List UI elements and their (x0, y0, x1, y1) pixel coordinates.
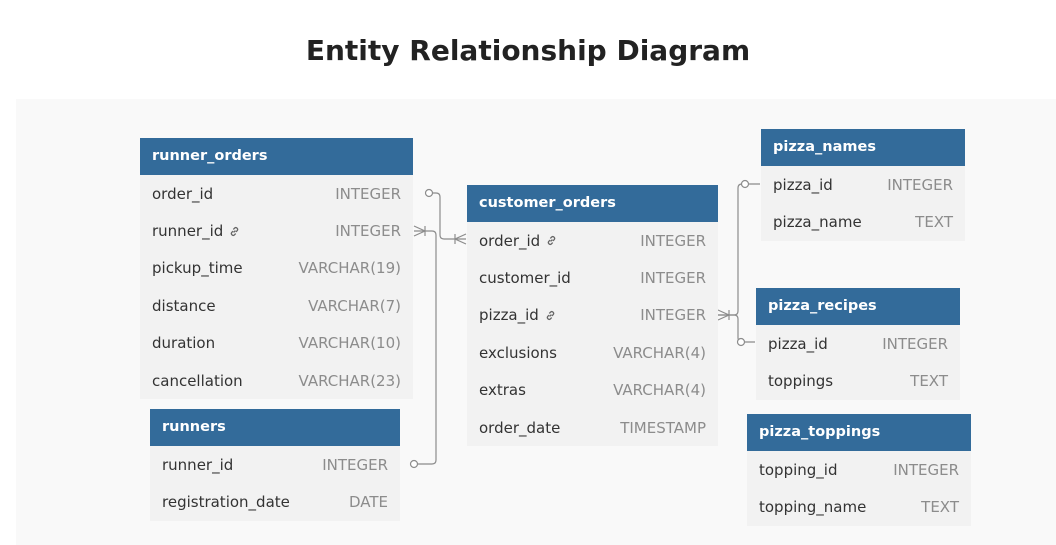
entity-header[interactable]: customer_orders (467, 185, 718, 222)
field-name: order_id (479, 231, 541, 250)
field-row[interactable]: order_id INTEGER (467, 222, 718, 259)
field-row[interactable]: runner_id INTEGER (140, 212, 413, 249)
field-type: INTEGER (640, 306, 706, 325)
field-type: TIMESTAMP (620, 418, 706, 437)
field-name: pizza_name (773, 213, 862, 232)
relation-customer-orders-pizza-recipes (718, 314, 755, 343)
field-row[interactable]: pizza_id INTEGER (761, 166, 965, 203)
field-name: customer_id (479, 269, 571, 288)
entity-header[interactable]: pizza_names (761, 129, 965, 166)
entity-header[interactable]: pizza_toppings (747, 414, 971, 451)
field-name-wrap: pizza_id (479, 306, 556, 324)
entity-pizza-toppings[interactable]: pizza_toppings topping_id INTEGER topping… (747, 414, 971, 526)
field-name: pizza_id (773, 175, 833, 194)
field-type: DATE (348, 493, 388, 512)
field-name: distance (152, 296, 216, 315)
link-icon (231, 226, 239, 236)
field-row[interactable]: registration_date DATE (150, 483, 400, 520)
field-name: cancellation (152, 371, 243, 390)
field-type: VARCHAR(4) (613, 343, 706, 362)
field-name-wrap: order_id (479, 232, 557, 250)
field-type: VARCHAR(10) (298, 334, 401, 353)
relation-runner-orders-customer-orders (433, 192, 466, 240)
field-row[interactable]: exclusions VARCHAR(4) (467, 334, 718, 371)
field-row[interactable]: runner_id INTEGER (150, 446, 400, 483)
entity-header[interactable]: runner_orders (140, 138, 413, 175)
field-row[interactable]: order_id INTEGER (140, 175, 413, 212)
field-row[interactable]: topping_name TEXT (747, 488, 971, 525)
field-type: TEXT (915, 213, 953, 232)
field-type: INTEGER (893, 460, 959, 479)
field-row[interactable]: distance VARCHAR(7) (140, 287, 413, 324)
field-row[interactable]: pizza_id INTEGER (467, 297, 718, 334)
field-row[interactable]: customer_id INTEGER (467, 259, 718, 296)
field-type: INTEGER (322, 455, 388, 474)
field-row[interactable]: order_date TIMESTAMP (467, 409, 718, 446)
field-type: VARCHAR(4) (613, 381, 706, 400)
field-type: VARCHAR(23) (298, 371, 401, 390)
field-row[interactable]: pizza_name TEXT (761, 203, 965, 240)
field-row[interactable]: pizza_id INTEGER (756, 325, 960, 362)
field-type: INTEGER (335, 184, 401, 203)
entity-header[interactable]: runners (150, 409, 400, 446)
entity-pizza-recipes[interactable]: pizza_recipes pizza_id INTEGER toppings TE… (756, 288, 960, 400)
page-title: Entity Relationship Diagram (305, 34, 751, 67)
entity-pizza-names[interactable]: pizza_names pizza_id INTEGER pizza_name TE… (761, 129, 965, 241)
field-type: INTEGER (640, 231, 706, 250)
field-name: topping_name (759, 498, 867, 517)
field-name: exclusions (479, 343, 557, 362)
field-name: runner_id (162, 455, 234, 474)
link-icon (546, 310, 555, 320)
field-row[interactable]: extras VARCHAR(4) (467, 372, 718, 409)
field-name: topping_id (759, 460, 838, 479)
field-name: registration_date (162, 493, 290, 512)
field-name: pizza_id (479, 306, 539, 325)
relation-runners-runner-orders (414, 230, 437, 465)
entity-runners[interactable]: runners runner_id INTEGER registration_da… (150, 409, 400, 521)
field-name: duration (152, 334, 216, 353)
field-row[interactable]: duration VARCHAR(10) (140, 325, 413, 362)
field-name: pizza_id (768, 334, 828, 353)
field-row[interactable]: pickup_time VARCHAR(19) (140, 250, 413, 287)
field-type: INTEGER (335, 222, 401, 241)
field-name: toppings (768, 372, 834, 391)
field-type: INTEGER (882, 334, 948, 353)
field-name: extras (479, 381, 526, 400)
field-row[interactable]: cancellation VARCHAR(23) (140, 362, 413, 399)
field-type: VARCHAR(19) (298, 259, 401, 278)
field-row[interactable]: toppings TEXT (756, 362, 960, 399)
relation-customer-orders-pizza-names (718, 183, 760, 316)
entity-header[interactable]: pizza_recipes (756, 288, 960, 325)
field-type: TEXT (921, 498, 959, 517)
field-type: VARCHAR(7) (308, 296, 401, 315)
field-name: order_date (479, 418, 561, 437)
link-icon (547, 236, 556, 246)
field-row[interactable]: topping_id INTEGER (747, 451, 971, 488)
field-name: order_id (152, 184, 214, 203)
field-name: runner_id (152, 222, 224, 241)
field-name-wrap: runner_id (152, 222, 240, 240)
field-type: TEXT (910, 372, 948, 391)
field-type: INTEGER (887, 175, 953, 194)
field-name: pickup_time (152, 259, 243, 278)
field-type: INTEGER (640, 269, 706, 288)
